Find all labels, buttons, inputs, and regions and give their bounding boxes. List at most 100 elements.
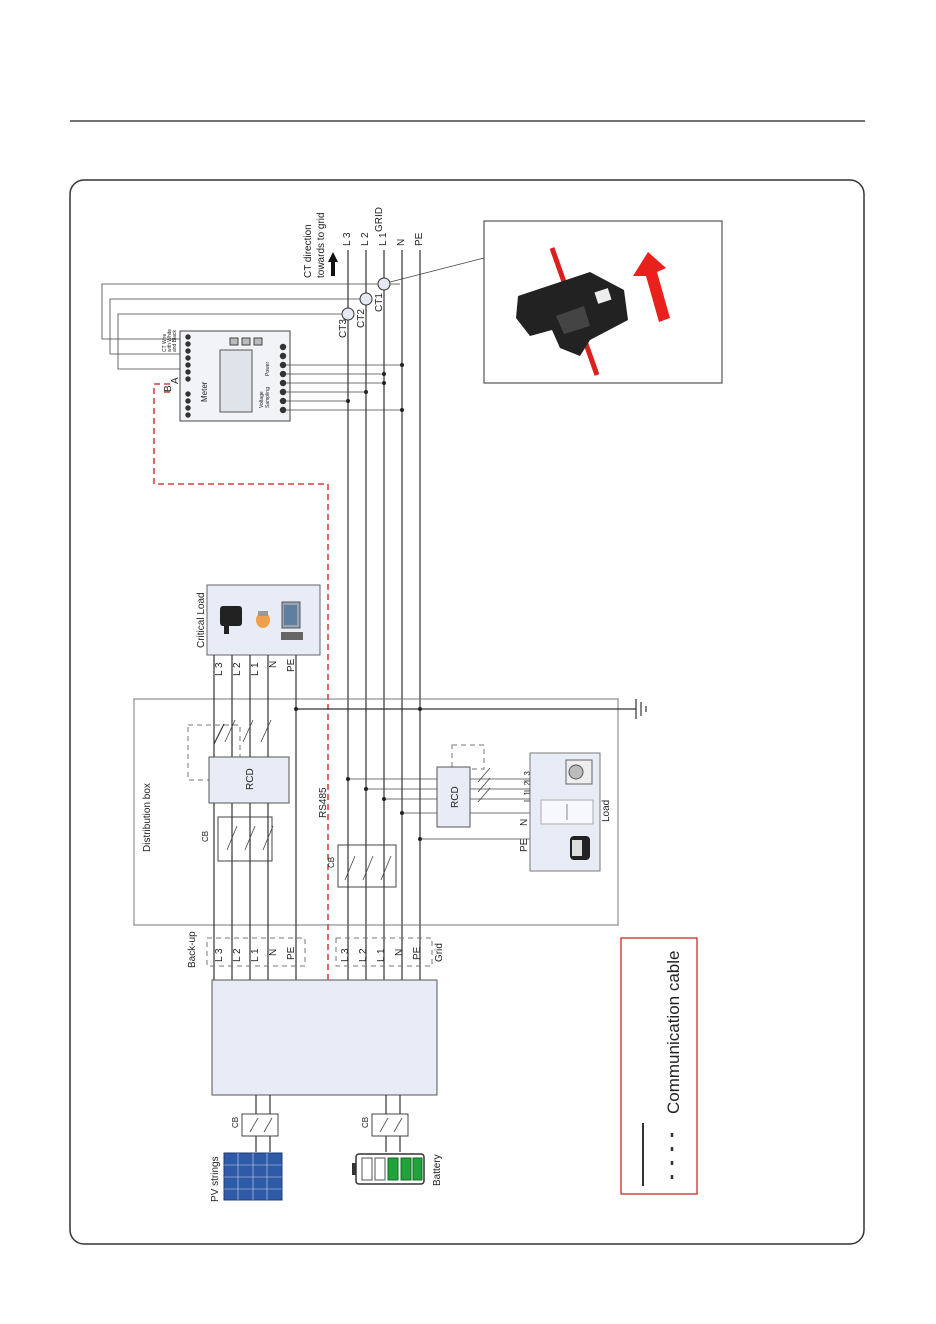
inverter	[211, 979, 438, 1096]
backup-terminals: Back-up L 3 L 2 L 1 N PE	[187, 931, 306, 968]
battery-label: Battery	[432, 1154, 443, 1186]
grid-terminals: Grid L 3 L 2 L 1 N PE	[335, 937, 445, 967]
cb-backup-label: CB	[201, 831, 210, 842]
ct-direction-arrow-icon	[633, 252, 670, 322]
up-arrow-icon	[328, 252, 338, 276]
meter-ct-wire-text: CT Wire	[162, 334, 168, 352]
label-gport-l1: L 1	[376, 948, 387, 962]
label-n-top: N	[396, 239, 407, 246]
rcd-load	[436, 766, 471, 828]
battery-icon	[352, 1153, 425, 1185]
air-conditioner-icon	[540, 799, 594, 825]
battery-dc-wires: CB	[361, 1095, 409, 1152]
meter-sampling-text: Sampling	[265, 387, 271, 408]
rcd-load-label: RCD	[450, 786, 461, 808]
label-ct2: CT2	[356, 309, 367, 328]
meter-button	[241, 337, 251, 346]
meter-power-text: Power	[265, 361, 271, 376]
legend-communication-label: Communication cable	[664, 951, 683, 1114]
label-load-l1: L 1	[523, 791, 532, 802]
label-port-l2: L 2	[232, 948, 243, 962]
desktop-computer-icon	[281, 601, 303, 640]
grid-port-label: Grid	[434, 943, 445, 962]
meter-display	[219, 349, 253, 413]
earth-ground-icon	[635, 699, 647, 719]
cb-battery	[371, 1113, 409, 1137]
label-gport-l2: L 2	[358, 948, 369, 962]
cb-backup	[217, 816, 273, 862]
label-ct3: CT3	[338, 319, 349, 338]
label-port-n: N	[268, 949, 279, 956]
light-bulb-icon	[256, 611, 270, 628]
label-port-l3: L 3	[214, 948, 225, 962]
diagram-frame	[69, 179, 865, 1245]
label-pe-top: PE	[414, 232, 425, 246]
rs485-communication-cable	[153, 383, 329, 982]
label-l1-top: L 1	[378, 232, 389, 246]
ct1-sensor	[377, 277, 391, 291]
label-meter-a: A	[170, 377, 181, 384]
label-meter-b: B	[163, 385, 174, 392]
label-load-n: N	[519, 819, 530, 826]
ct-leads	[101, 283, 400, 370]
washing-machine-icon	[565, 759, 593, 785]
label-l3-top: L 3	[342, 232, 353, 246]
cb-grid-label: CB	[327, 857, 336, 868]
label-load-l3: L 3	[523, 771, 532, 782]
label-backup-n: N	[268, 661, 279, 668]
label-ct1: CT1	[374, 293, 385, 312]
cb-grid	[337, 844, 397, 888]
critical-load-box: Critical Load	[196, 584, 321, 656]
energy-meter: Meter CT Wire with White and Black Power…	[162, 329, 291, 422]
ct-inset	[483, 220, 723, 384]
inset-leader-line	[389, 257, 485, 283]
cb-pv	[241, 1113, 279, 1137]
meter-ct-wire-text: and Black	[172, 330, 178, 352]
label-load-pe: PE	[519, 838, 530, 852]
pv-strings-label: PV strings	[210, 1156, 221, 1202]
ct-direction-line2: towards to grid	[316, 212, 327, 278]
meter-voltage-taps	[286, 363, 404, 412]
label-port-l1: L 1	[250, 948, 261, 962]
label-backup-l2: L 2	[232, 662, 243, 676]
critical-load-label: Critical Load	[196, 592, 207, 648]
ct3-sensor	[341, 307, 355, 321]
rcd-load-link	[451, 744, 485, 770]
solar-panel-icon	[223, 1152, 283, 1201]
meter-ct-wire-text: with White	[167, 329, 173, 352]
label-gport-n: N	[394, 949, 405, 956]
rice-cooker-icon	[570, 836, 590, 860]
meter-button	[229, 337, 239, 346]
meter-button	[253, 337, 263, 346]
backup-port-label: Back-up	[187, 931, 198, 968]
grid-wires	[347, 250, 421, 980]
pv-dc-wires: CB	[231, 1095, 279, 1152]
label-grid-top: GRID	[374, 207, 385, 232]
ct-clamp-photo	[516, 247, 628, 376]
label-l2-top: L 2	[360, 232, 371, 246]
cb-pv-label: CB	[231, 1117, 240, 1128]
label-rs485: RS485	[318, 787, 329, 818]
rcd-backup	[208, 756, 290, 804]
label-port-pe: PE	[286, 946, 297, 960]
household-load-box: Load	[529, 752, 612, 872]
meter-label: Meter	[200, 381, 209, 402]
load-branch-wires	[346, 777, 530, 841]
label-load-l2: L 2	[523, 781, 532, 792]
backup-switch-upper	[213, 719, 272, 745]
label-backup-pe: PE	[286, 658, 297, 672]
label-backup-l3: L 3	[214, 662, 225, 676]
meter-voltage-text: Voltage	[259, 391, 265, 408]
ct-direction-label: CT direction towards to grid	[303, 212, 338, 278]
legend: Communication cable	[620, 937, 698, 1195]
ct2-sensor	[359, 292, 373, 306]
load-label: Load	[601, 800, 612, 822]
ct-direction-line1: CT direction	[303, 224, 314, 278]
label-gport-l3: L 3	[340, 948, 351, 962]
hair-dryer-icon	[220, 606, 242, 634]
label-backup-l1: L 1	[250, 662, 261, 676]
cb-battery-label: CB	[361, 1117, 370, 1128]
rcd-backup-label: RCD	[245, 768, 256, 790]
label-gport-pe: PE	[412, 946, 423, 960]
